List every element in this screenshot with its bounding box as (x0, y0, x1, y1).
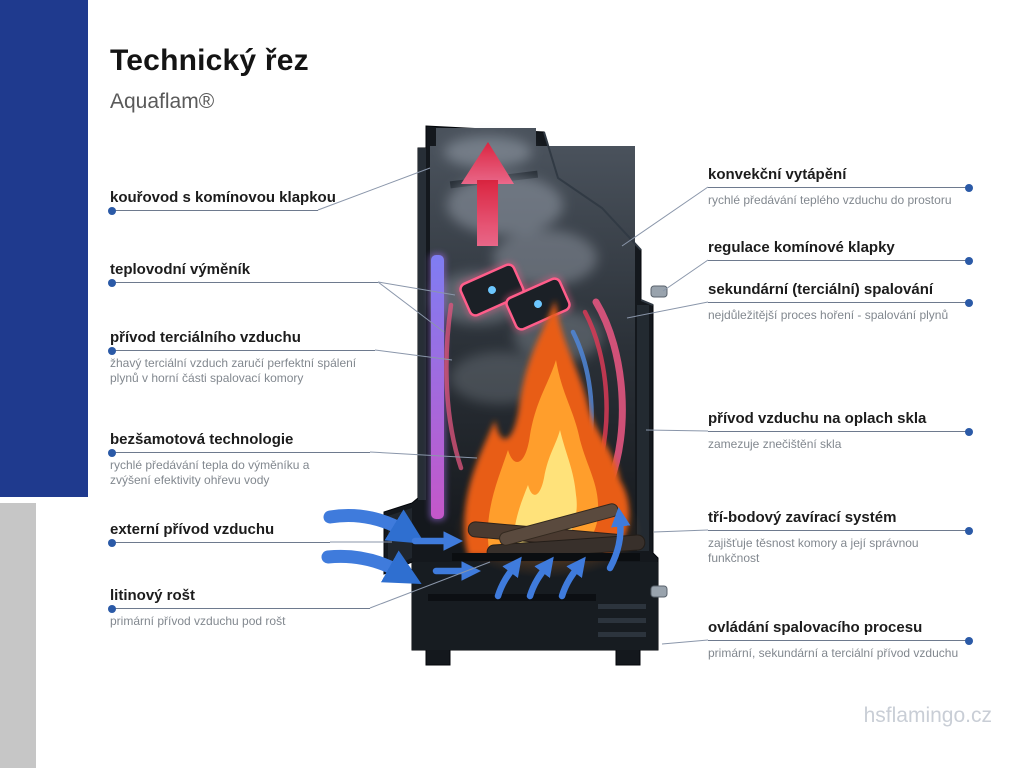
callout-rule (708, 298, 973, 307)
callout-dot (108, 346, 116, 355)
left-gray-band (0, 503, 36, 768)
callout-vymenik: teplovodní výměník (108, 261, 378, 287)
callout-desc: zajišťuje těsnost komory a její správnou… (708, 536, 919, 565)
water-exchanger-strip (429, 253, 446, 521)
callout-title: bezšamotová technologie (110, 431, 294, 448)
callout-dot (965, 526, 973, 535)
callout-title: externí přívod vzduchu (110, 521, 275, 538)
callout-rule (108, 538, 330, 547)
damper-knob (650, 285, 668, 598)
callout-dot (965, 636, 973, 645)
callout-desc: zamezuje znečištění skla (708, 437, 842, 451)
callout-title: teplovodní výměník (110, 261, 251, 278)
page-title: Technický řez (110, 44, 309, 77)
callout-rule (708, 427, 973, 436)
base-vents (598, 604, 646, 637)
flue-arrow (461, 142, 514, 246)
callout-title: sekundární (terciální) spalování (708, 281, 934, 298)
callout-oplach-skla: přívod vzduchu na oplach skla zamezuje z… (708, 410, 973, 452)
callout-ovladani-procesu: ovládání spalovacího procesu primární, s… (708, 619, 973, 661)
callout-zaviraci-system: tří-bodový zavírací systém zajišťuje těs… (708, 509, 973, 566)
callout-dot (108, 278, 116, 287)
callout-konvekcni: konvekční vytápění rychlé předávání tepl… (708, 166, 973, 208)
callout-rule (708, 256, 973, 265)
callout-rule (108, 206, 318, 215)
callout-dot (108, 538, 116, 547)
callout-desc: rychlé předávání tepla do výměníku a zvý… (110, 458, 310, 487)
watermark-hsflamingo: hsflamingo.cz (863, 704, 992, 727)
callout-rule (708, 526, 973, 535)
callout-title: tří-bodový zavírací systém (708, 509, 897, 526)
callout-regulace-klapky: regulace komínové klapky (708, 239, 973, 265)
callout-litinovy-rost: litinový rošt primární přívod vzduchu po… (108, 587, 370, 629)
callout-title: ovládání spalovacího procesu (708, 619, 923, 636)
fire (453, 300, 643, 578)
left-blue-band (0, 0, 88, 497)
page-subtitle: Aquaflam® (110, 90, 215, 113)
callout-title: kouřovod s komínovou klapkou (110, 189, 336, 206)
callout-dot (965, 427, 973, 436)
smoke (432, 136, 602, 404)
callout-dot (965, 256, 973, 265)
callout-kourovod: kouřovod s komínovou klapkou (108, 189, 336, 215)
callout-desc: žhavý terciální vzduch zaručí perfektní … (110, 356, 357, 385)
callout-title: konvekční vytápění (708, 166, 847, 183)
intake-arrows (321, 508, 463, 584)
callout-title: přívod vzduchu na oplach skla (708, 410, 927, 427)
callout-desc: nejdůležitější proces hoření - spalování… (708, 308, 949, 322)
callout-rule (108, 346, 375, 355)
callout-desc: primární přívod vzduchu pod rošt (110, 614, 286, 628)
callout-externi-privod: externí přívod vzduchu (108, 521, 330, 547)
callout-desc: rychlé předávání teplého vzduchu do pros… (708, 193, 952, 207)
callout-rule (708, 183, 973, 192)
callout-dot (965, 298, 973, 307)
under-grate-arrows (432, 507, 631, 600)
callout-rule (108, 604, 370, 613)
heat-exchanger-plates (457, 261, 573, 333)
callout-dot (108, 448, 116, 457)
callout-dot (108, 206, 116, 215)
callout-dot (108, 604, 116, 613)
callout-bezsamotova: bezšamotová technologie rychlé předávání… (108, 431, 370, 488)
callout-title: přívod terciálního vzduchu (110, 329, 301, 346)
callout-dot (965, 183, 973, 192)
callout-rule (108, 448, 370, 457)
callout-title: litinový rošt (110, 587, 196, 604)
callout-tercialni-vzduch: přívod terciálního vzduchu žhavý terciál… (108, 329, 375, 386)
stove-body (383, 125, 659, 666)
logs (428, 503, 646, 601)
callout-title: regulace komínové klapky (708, 239, 895, 256)
callout-rule (108, 278, 378, 287)
callout-desc: primární, sekundární a terciální přívod … (708, 646, 959, 660)
callout-sekundarni-spalovani: sekundární (terciální) spalování nejdůle… (708, 281, 973, 323)
callout-rule (708, 636, 973, 645)
air-tubes (444, 298, 626, 556)
